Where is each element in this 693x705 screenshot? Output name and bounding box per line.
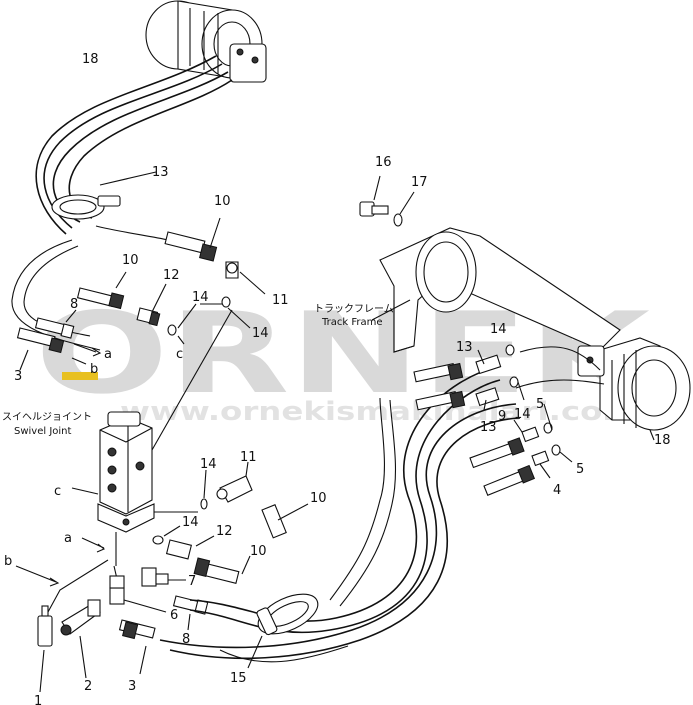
callout-16: 16 <box>375 155 392 170</box>
callout-14-c: 14 <box>490 322 507 337</box>
callouts: 18 13 10 10 12 8 14 11 14 3 16 17 14 13 … <box>14 52 671 705</box>
bolt-and-washer <box>359 175 415 227</box>
track-frame-jp-label: トラックフレーム <box>314 303 394 315</box>
watermark-accent-bar <box>62 372 98 380</box>
callout-1: 1 <box>34 694 42 705</box>
callout-11-top: 11 <box>272 293 289 308</box>
callout-10-a: 10 <box>214 194 231 209</box>
watermark-url: www.ornekismakinalari.com.tr <box>120 397 680 427</box>
travel-motor-right <box>577 337 691 441</box>
swivel-joint <box>97 411 155 593</box>
hose-clamp-15 <box>247 593 319 669</box>
callout-9: 9 <box>498 409 506 424</box>
travel-motor-top <box>145 0 267 83</box>
right-fittings <box>413 344 605 496</box>
callout-8-top: 8 <box>70 297 78 312</box>
callout-4: 4 <box>553 483 561 498</box>
callout-5-b: 5 <box>576 462 584 477</box>
callout-14-b: 14 <box>252 326 269 341</box>
lower-fittings <box>37 461 309 693</box>
callout-11-bottom: 11 <box>240 450 257 465</box>
hose-clamp-13 <box>51 171 157 220</box>
callout-14-e: 14 <box>200 457 217 472</box>
callout-18-right: 18 <box>654 433 671 448</box>
callout-14-d: 14 <box>514 407 531 422</box>
callout-12-top: 12 <box>163 268 180 283</box>
callout-15: 15 <box>230 671 247 686</box>
callout-5-a: 5 <box>536 397 544 412</box>
text-labels: スイヘルジョイント Swivel Joint トラックフレーム Track Fr… <box>2 303 394 437</box>
port-b-top: b <box>90 362 98 377</box>
track-frame-en-label: Track Frame <box>321 317 383 328</box>
callout-13-b: 13 <box>480 420 497 435</box>
callout-17: 17 <box>411 175 428 190</box>
swivel-joint-jp-label: スイヘルジョイント <box>2 412 92 423</box>
port-letters: a b c c a b <box>4 347 183 569</box>
upper-fittings <box>16 217 266 451</box>
callout-14-a: 14 <box>192 290 209 305</box>
callout-14-f: 14 <box>182 515 199 530</box>
callout-13-top: 13 <box>152 165 169 180</box>
callout-10-d: 10 <box>250 544 267 559</box>
callout-3-bottom: 3 <box>128 679 136 694</box>
callout-7: 7 <box>188 574 196 589</box>
track-frame <box>371 227 621 353</box>
callout-12-bottom: 12 <box>216 524 233 539</box>
callout-6: 6 <box>170 608 178 623</box>
callout-10-b: 10 <box>122 253 139 268</box>
callout-8-bottom: 8 <box>182 632 190 647</box>
callout-10-c: 10 <box>310 491 327 506</box>
port-c-top: c <box>176 347 183 362</box>
port-a-top: a <box>104 347 112 362</box>
callout-13-a: 13 <box>456 340 473 355</box>
swivel-port-arrows <box>15 487 106 587</box>
port-a-bottom: a <box>64 531 72 546</box>
swivel-joint-en-label: Swivel Joint <box>14 426 72 437</box>
port-b-bottom: b <box>4 554 12 569</box>
callout-18-top: 18 <box>82 52 99 67</box>
callout-3-top: 3 <box>14 369 22 384</box>
callout-2: 2 <box>84 679 92 694</box>
port-c-bottom: c <box>54 484 61 499</box>
